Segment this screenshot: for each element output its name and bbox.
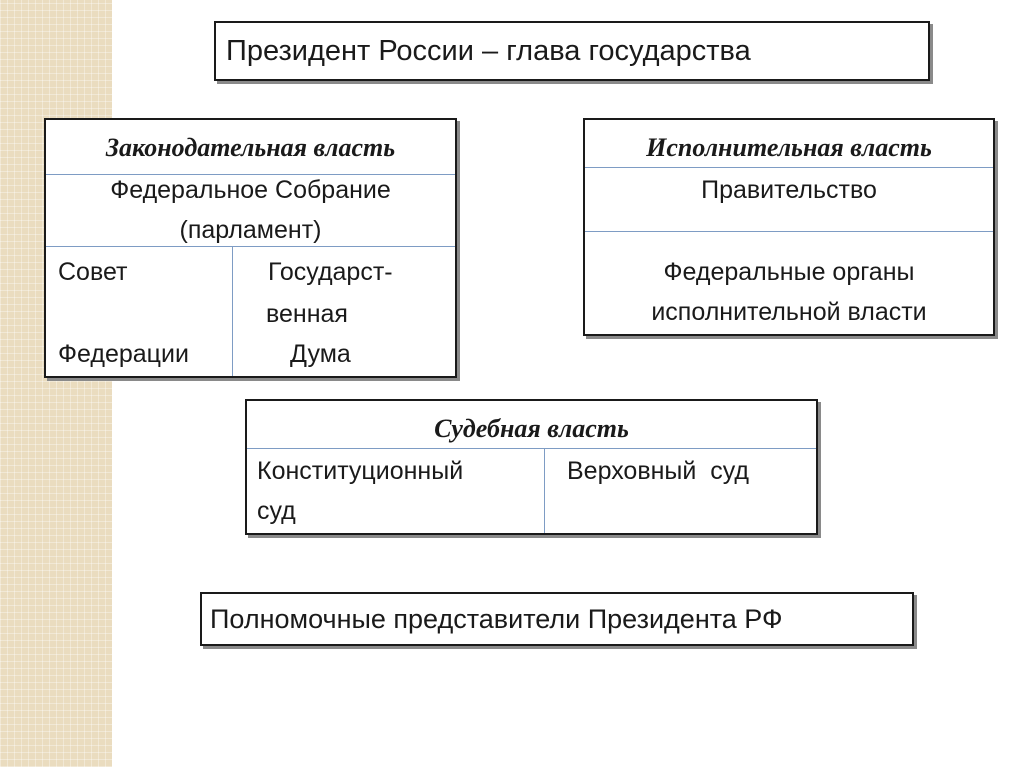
federal-agencies-line2: исполнительной власти [651, 298, 927, 326]
representatives-box: Полномочные представители Президента РФ [200, 592, 914, 646]
legislative-chambers-divider [232, 247, 233, 376]
judicial-header: Судебная власть [434, 414, 629, 443]
constitutional-court-line2: суд [257, 497, 296, 525]
federation-council-line1: Совет [58, 258, 128, 286]
legislative-header: Законодательная власть [105, 133, 396, 162]
supreme-court-label: Верховный суд [567, 457, 749, 485]
judicial-courts-divider [544, 449, 545, 533]
representatives-text: Полномочные представители Президента РФ [210, 604, 783, 634]
legislative-header-divider [46, 174, 455, 175]
state-duma-line2: венная [266, 300, 348, 328]
legislative-body-divider [46, 246, 455, 247]
constitutional-court-line1: Конституционный [257, 457, 464, 485]
executive-box: Исполнительная власть Правительство Феде… [583, 118, 995, 336]
president-box: Президент России – глава государства [214, 21, 930, 81]
executive-body-divider [585, 231, 993, 232]
federal-agencies-line1: Федеральные органы [663, 258, 915, 286]
decorative-side-strip [0, 0, 112, 767]
executive-header: Исполнительная власть [646, 133, 932, 162]
federation-council-line2: Федерации [58, 340, 189, 368]
federal-assembly-label: Федеральное Собрание [110, 176, 391, 204]
state-duma-line1: Государст- [268, 258, 393, 286]
government-label: Правительство [701, 176, 877, 204]
executive-header-divider [585, 167, 993, 168]
judicial-box: Судебная власть Конституционный суд Верх… [245, 399, 818, 535]
parliament-label: (парламент) [179, 216, 322, 244]
judicial-header-divider [247, 448, 816, 449]
legislative-box: Законодательная власть Федеральное Собра… [44, 118, 457, 378]
president-text: Президент России – глава государства [226, 35, 751, 67]
state-duma-line3: Дума [290, 340, 351, 368]
